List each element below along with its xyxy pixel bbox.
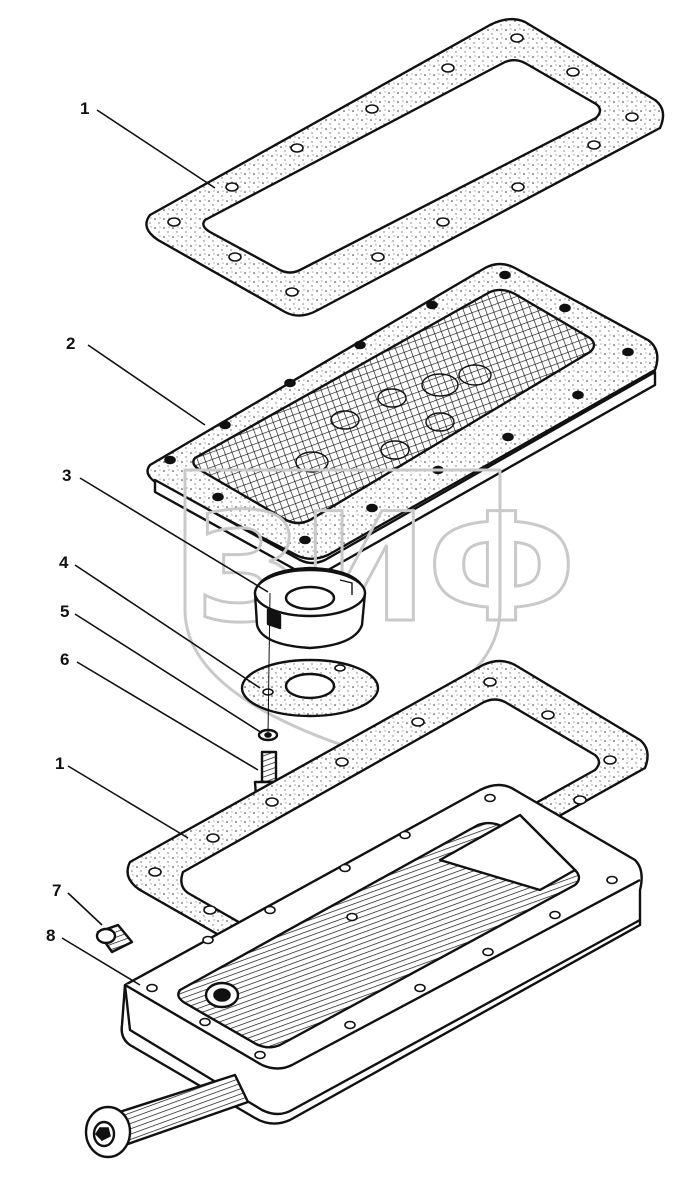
callout-3: 3 bbox=[62, 466, 71, 485]
filter-screen-holes bbox=[164, 270, 634, 545]
callout-labels: 1 2 3 4 5 6 1 7 8 bbox=[46, 99, 89, 945]
lock-washer bbox=[253, 566, 367, 650]
callout-5: 5 bbox=[60, 602, 69, 621]
gasket-top bbox=[145, 17, 665, 317]
drain-plug bbox=[95, 923, 134, 954]
leader-6 bbox=[76, 661, 259, 771]
leader-4 bbox=[74, 564, 261, 689]
callout-2: 2 bbox=[66, 334, 75, 353]
leader-8 bbox=[61, 937, 141, 986]
callout-7: 7 bbox=[52, 881, 61, 900]
filter-screen-rings bbox=[295, 364, 492, 473]
leader-2 bbox=[87, 344, 206, 426]
callout-1-top: 1 bbox=[80, 99, 89, 118]
gasket-top-holes bbox=[167, 33, 639, 297]
bolt-axis-line bbox=[267, 592, 271, 736]
callout-1-bottom: 1 bbox=[55, 754, 64, 773]
oil-sump-housing bbox=[84, 783, 643, 1159]
leader-5 bbox=[74, 613, 263, 734]
leader-1-top bbox=[96, 109, 216, 189]
gasket-bottom bbox=[126, 659, 649, 968]
sump-holes bbox=[146, 793, 618, 1060]
watermark-text: ЗИФ bbox=[195, 482, 576, 656]
callout-8: 8 bbox=[46, 926, 55, 945]
leader-3 bbox=[79, 477, 269, 593]
leader-7 bbox=[67, 892, 103, 926]
callout-6: 6 bbox=[60, 650, 69, 669]
leader-lines bbox=[61, 109, 271, 986]
plate-gasket bbox=[240, 658, 380, 718]
leader-1-bottom bbox=[67, 765, 189, 839]
callout-4: 4 bbox=[59, 553, 69, 572]
